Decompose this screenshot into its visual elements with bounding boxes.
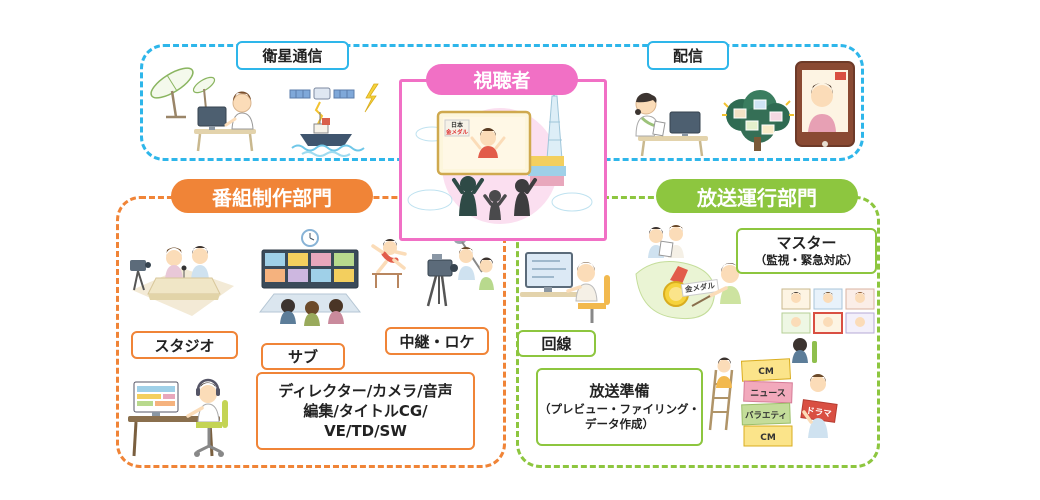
master-title: マスター: [776, 234, 837, 253]
sub-label-text: サブ: [287, 348, 318, 366]
distribution-label: 配信: [647, 41, 729, 70]
tablet-stream-illustration: [795, 61, 855, 147]
production-dept-banner: 番組制作部門: [171, 179, 373, 213]
studio-scene-illustration: [130, 246, 234, 316]
viewer-frame: 日本 金メダル: [399, 79, 607, 241]
viewer-banner: 視聴者: [426, 64, 578, 95]
control-room-illustration: [258, 229, 362, 326]
media-tree-illustration: [722, 90, 794, 151]
staff-line-3: VE/TD/SW: [324, 422, 407, 441]
viewer-banner-text: 視聴者: [473, 70, 531, 92]
medal-presentation-illustration: 金メダル: [635, 225, 741, 320]
block-label-news: ニュース: [750, 388, 786, 399]
tripod-camera-icon: [427, 259, 453, 277]
tv-caption-medal: 金メダル: [445, 128, 469, 136]
family-watching-tv-illustration: 日本 金メダル: [407, 86, 593, 224]
block-label-cm2: CM: [760, 433, 776, 443]
ladder-icon: [708, 369, 718, 431]
chair-icon: [578, 303, 606, 309]
headphones-icon: [196, 378, 220, 391]
studio-label: スタジオ: [131, 331, 238, 359]
tv-screen-icon: 日本 金メダル: [436, 110, 532, 176]
master-box: マスター （監視・緊急対応）: [736, 228, 877, 274]
family-silhouettes: [452, 176, 537, 220]
prep-subtitle-1: （プレビュー・ファイリング・: [539, 401, 700, 416]
tv-caption-country: 日本: [451, 121, 464, 129]
ship-icon: [300, 134, 352, 146]
production-dept-text: 番組制作部門: [212, 185, 332, 210]
monitor-icon: [669, 111, 701, 134]
block-label-variety: バラエティ: [745, 410, 787, 421]
editing-suite-illustration: [128, 378, 228, 457]
studio-camera-icon: [130, 260, 146, 271]
master-monitor-wall-illustration: [781, 288, 875, 363]
broadcast-prep-box: 放送準備 （プレビュー・ファイリング・ データ作成）: [536, 368, 703, 446]
staff-line-2: 編集/タイトルCG/: [303, 401, 428, 420]
microphone-icon: [181, 265, 187, 271]
live-badge-icon: [835, 72, 846, 80]
pointer-stick-icon: [691, 295, 711, 307]
lightning-icon: [364, 83, 379, 113]
staff-line-1: ディレクター/カメラ/音声: [278, 381, 453, 400]
satellite-dish-operator-illustration: [150, 67, 256, 152]
satellite-comm-label: 衛星通信: [236, 41, 349, 70]
location-shoot-illustration: [371, 236, 494, 307]
studio-label-text: スタジオ: [154, 336, 215, 355]
production-staff-box: ディレクター/カメラ/音声 編集/タイトルCG/ VE/TD/SW: [256, 372, 475, 450]
sub-label: サブ: [261, 343, 345, 370]
distribution-operator-illustration: [635, 92, 708, 157]
monitor-icon: [197, 106, 227, 127]
line-label-text: 回線: [541, 335, 572, 353]
relay-location-label: 中継・ロケ: [385, 327, 489, 355]
satellite-ship-illustration: [289, 83, 379, 157]
chair-icon: [196, 422, 222, 428]
distribution-label-text: 配信: [672, 47, 703, 65]
line-label: 回線: [517, 330, 596, 357]
satellite-icon: [313, 87, 331, 100]
medal-banner-label: 金メダル: [683, 280, 716, 294]
prep-subtitle-2: データ作成）: [585, 417, 654, 432]
relay-location-label-text: 中継・ロケ: [399, 332, 475, 351]
operation-dept-banner: 放送運行部門: [656, 179, 858, 213]
medal-ribbon-icon: [670, 266, 688, 284]
satellite-comm-label-text: 衛星通信: [262, 47, 323, 65]
block-label-cm1: CM: [758, 367, 774, 377]
block-label-drama: ドラマ: [805, 406, 832, 420]
operation-dept-text: 放送運行部門: [697, 185, 817, 210]
program-schedule-illustration: CM ニュース バラエティ CM ドラマ: [708, 357, 838, 447]
line-operator-illustration: [520, 252, 610, 323]
master-subtitle: （監視・緊急対応）: [754, 253, 859, 268]
prep-title: 放送準備: [589, 382, 650, 401]
